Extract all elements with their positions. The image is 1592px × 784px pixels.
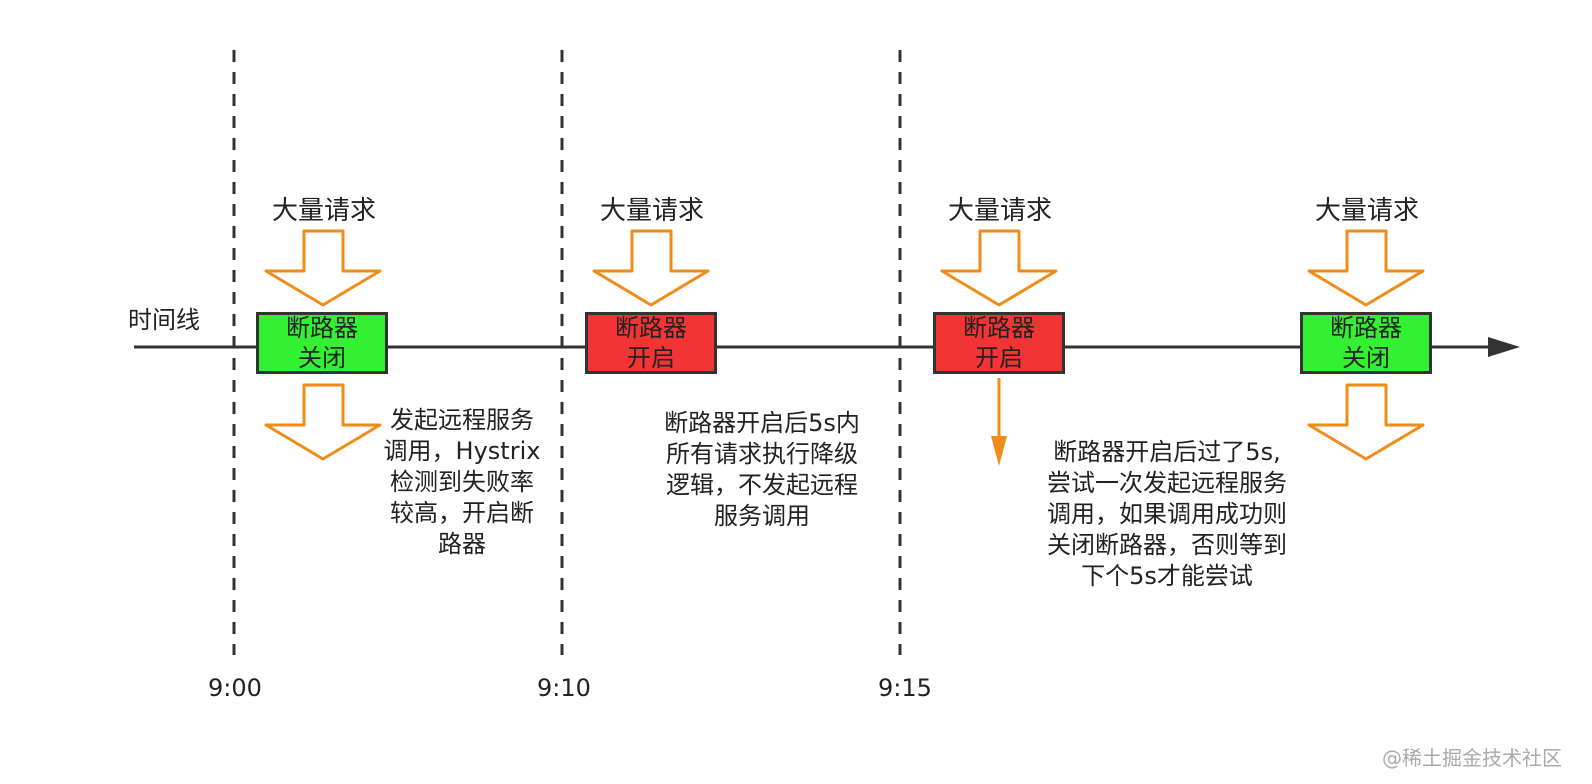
request-label-3: 大量请求	[948, 196, 1053, 226]
note-line: 调用，Hystrix	[383, 437, 541, 465]
breaker-state: 关闭	[1342, 344, 1390, 372]
note-line: 逻辑，不发起远程	[666, 471, 858, 499]
breaker-title: 断路器	[963, 314, 1035, 342]
note-line: 下个5s才能尝试	[1081, 562, 1253, 590]
time-label-900: 9:00	[208, 674, 262, 702]
note-line: 服务调用	[714, 502, 810, 530]
breaker-title: 断路器	[615, 314, 687, 342]
request-arrow-1	[264, 229, 382, 307]
note-line: 关闭断路器，否则等到	[1047, 531, 1287, 559]
note-line: 较高，开启断	[390, 499, 534, 527]
note-line: 所有请求执行降级	[666, 440, 858, 468]
request-arrow-3	[940, 229, 1058, 307]
breaker-state: 开启	[627, 344, 675, 372]
pass-arrow-1	[264, 383, 382, 461]
trial-arrow-head	[991, 436, 1007, 466]
breaker-title: 断路器	[286, 314, 358, 342]
request-arrow-2	[592, 229, 710, 307]
breaker-box-open-1: 断路器 开启	[585, 312, 717, 374]
time-label-915: 9:15	[878, 674, 932, 702]
breaker-box-closed-2: 断路器 关闭	[1300, 312, 1432, 374]
request-label-2: 大量请求	[600, 196, 705, 226]
note-line: 断路器开启后过了5s,	[1053, 438, 1281, 466]
timeline-arrowhead	[1488, 337, 1520, 357]
note-line: 路器	[438, 530, 486, 558]
breaker-title: 断路器	[1330, 314, 1402, 342]
note-half-open-trial: 断路器开启后过了5s, 尝试一次发起远程服务 调用，如果调用成功则 关闭断路器，…	[1032, 437, 1302, 592]
note-open-fallback: 断路器开启后5s内 所有请求执行降级 逻辑，不发起远程 服务调用	[642, 408, 882, 532]
request-label-4: 大量请求	[1315, 196, 1420, 226]
breaker-state: 关闭	[298, 344, 346, 372]
breaker-box-closed-1: 断路器 关闭	[256, 312, 388, 374]
note-open-trigger: 发起远程服务 调用，Hystrix 检测到失败率 较高，开启断 路器	[376, 405, 548, 560]
breaker-state: 开启	[975, 344, 1023, 372]
note-line: 尝试一次发起远程服务	[1047, 469, 1287, 497]
watermark: @稀土掘金技术社区	[1382, 746, 1562, 770]
note-line: 断路器开启后5s内	[664, 409, 860, 437]
note-line: 调用，如果调用成功则	[1047, 500, 1287, 528]
request-label-1: 大量请求	[272, 196, 377, 226]
time-label-910: 9:10	[537, 674, 591, 702]
request-arrow-4	[1307, 229, 1425, 307]
breaker-box-open-2: 断路器 开启	[933, 312, 1065, 374]
pass-arrow-4	[1307, 383, 1425, 461]
note-line: 发起远程服务	[390, 406, 534, 434]
note-line: 检测到失败率	[390, 468, 534, 496]
timeline-label: 时间线	[128, 306, 200, 334]
